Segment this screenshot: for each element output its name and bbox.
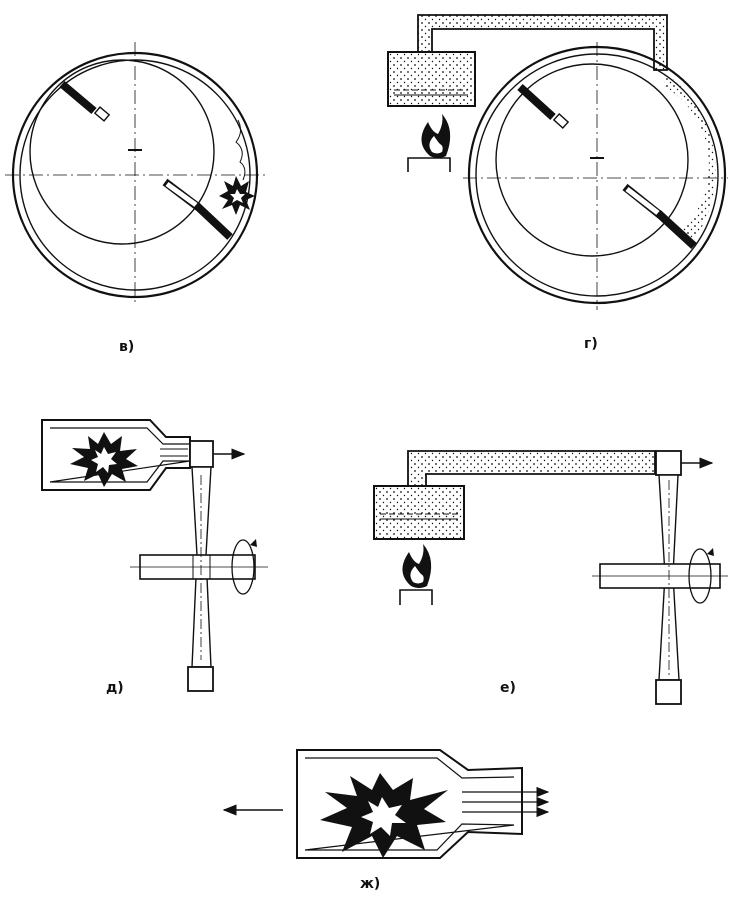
panel-g-diagram	[387, 14, 728, 310]
steam-pipe	[407, 450, 656, 487]
rocket-chamber-inner	[304, 757, 515, 851]
vane-upper	[517, 84, 556, 120]
rotor-tip-block	[189, 440, 214, 468]
rotor-bottom-block	[655, 679, 682, 705]
vane-lower-light-fill	[165, 181, 198, 208]
vane-upper	[59, 80, 97, 115]
steam-crescent	[664, 72, 716, 240]
flame-lick	[235, 119, 246, 181]
panel-v-diagram	[5, 42, 265, 305]
burner-flame-inner	[410, 566, 424, 584]
panel-label-e: е)	[500, 680, 516, 696]
rotation-arrow-icon	[688, 548, 712, 604]
burner-flame-icon	[421, 114, 451, 158]
rotor	[29, 59, 215, 245]
panel-label-v: в)	[119, 339, 135, 355]
vane-lower	[655, 210, 697, 249]
rotation-arrow-icon	[231, 539, 255, 595]
explosion-core	[361, 797, 406, 836]
vane-upper-tip	[93, 106, 111, 122]
rotor-bottom-block	[187, 666, 214, 692]
burner-base	[399, 589, 433, 605]
explosion-core	[91, 447, 117, 473]
rotation-arrowhead	[250, 539, 257, 547]
panel-label-zh: ж)	[360, 876, 381, 892]
vane-lower-light-fill	[625, 187, 660, 215]
panel-zh-diagram	[222, 749, 550, 859]
steam-pipe	[417, 14, 668, 71]
burner-flame-inner	[429, 136, 443, 154]
rotation-arrowhead	[707, 548, 714, 556]
panel-label-g: г)	[584, 336, 598, 352]
burner-flame-icon	[402, 544, 432, 588]
boiler	[373, 485, 465, 540]
combustion-chamber-inner	[49, 427, 191, 483]
boiler	[387, 51, 476, 107]
rotor-shaft-hub	[192, 554, 211, 580]
panel-d-diagram	[41, 419, 268, 692]
rotor-tip-block	[655, 450, 682, 476]
rocket-chamber	[296, 749, 523, 859]
vane-lower	[193, 202, 233, 240]
vane-upper-tip	[552, 113, 570, 129]
panel-label-d: д)	[106, 680, 124, 696]
burner-base	[407, 157, 451, 172]
rotor	[495, 63, 689, 257]
combustion-chamber	[41, 419, 191, 491]
small-explosion-core	[230, 189, 245, 203]
panel-e-diagram	[373, 450, 728, 705]
